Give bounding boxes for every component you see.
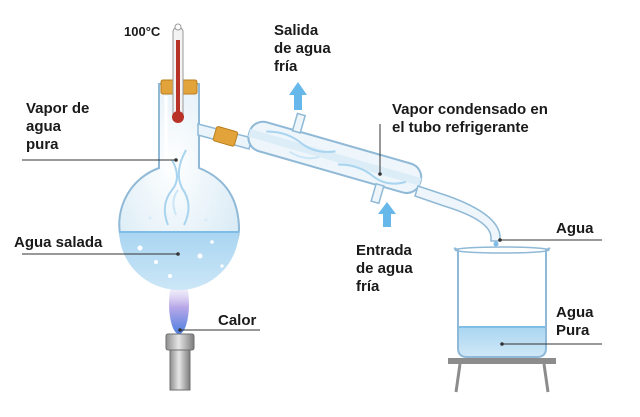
label-vapor-condensado: Vapor condensado en el tubo refrigerante (392, 101, 548, 136)
cold-water-outlet-arrow (289, 82, 307, 110)
pure-water-liquid (458, 326, 546, 357)
label-vapor-agua-pura: Vapor de agua pura (26, 100, 90, 153)
label-agua: Agua (556, 220, 594, 237)
label-entrada-agua-fria: Entrada de agua fría (356, 242, 413, 295)
receiving-beaker (453, 246, 551, 358)
label-calor: Calor (218, 312, 257, 329)
beaker-stand (448, 358, 556, 393)
cork-connector (212, 126, 239, 147)
thermometer-reading: 100°C (124, 24, 161, 39)
water-drop (493, 241, 499, 247)
condenser (197, 112, 501, 247)
bunsen-burner (165, 274, 195, 391)
leader-lines (22, 124, 602, 346)
thermometer (160, 23, 198, 123)
cold-water-inlet-arrow (378, 202, 396, 227)
label-agua-pura: Agua Pura (556, 304, 594, 339)
label-salida-agua-fria: Salida de agua fría (274, 22, 331, 75)
label-agua-salada: Agua salada (14, 234, 103, 251)
